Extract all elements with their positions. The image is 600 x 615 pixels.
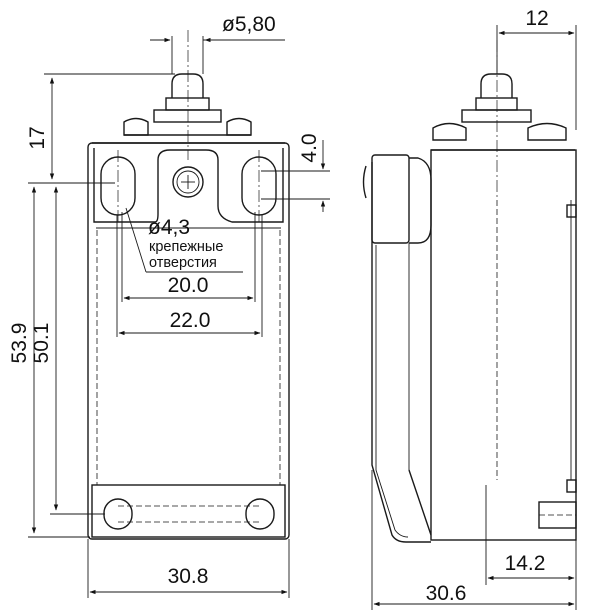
hole-note-line2: отверстия (149, 255, 217, 271)
dim-width: 30.8 (168, 565, 209, 588)
dim-hole-spacing-inner: 20.0 (168, 274, 209, 297)
hole-note-line1: крепежные (149, 239, 223, 255)
dim-height-plunger: 17 (26, 126, 49, 149)
dim-hole-spacing-outer: 22.0 (170, 309, 211, 332)
dim-plunger-diameter: ø5,80 (222, 13, 276, 36)
front-plunger-collar (165, 97, 210, 111)
dim-hole-offset: 4.0 (298, 133, 321, 162)
side-body (430, 149, 577, 541)
front-plunger (171, 73, 204, 98)
front-bottom-strip (91, 484, 286, 538)
front-screw (172, 166, 204, 198)
dim-hole-diameter: ø4,3 (148, 216, 190, 239)
front-body (87, 142, 290, 540)
dim-bottom-offset: 14.2 (505, 552, 546, 575)
side-view (362, 40, 577, 543)
dim-top-offset: 12 (525, 7, 548, 30)
side-dimensions: 12 14.2 30.6 (371, 7, 577, 610)
dim-total-height: 53.9 (8, 323, 31, 364)
front-view (87, 30, 290, 540)
front-dimensions: ø5,80 17 4.0 ø4,3 крепежные отверстия 20… (8, 13, 330, 598)
dim-depth: 30.6 (426, 582, 467, 605)
side-plunger (480, 73, 513, 98)
dim-mount-height: 50.1 (30, 323, 53, 364)
